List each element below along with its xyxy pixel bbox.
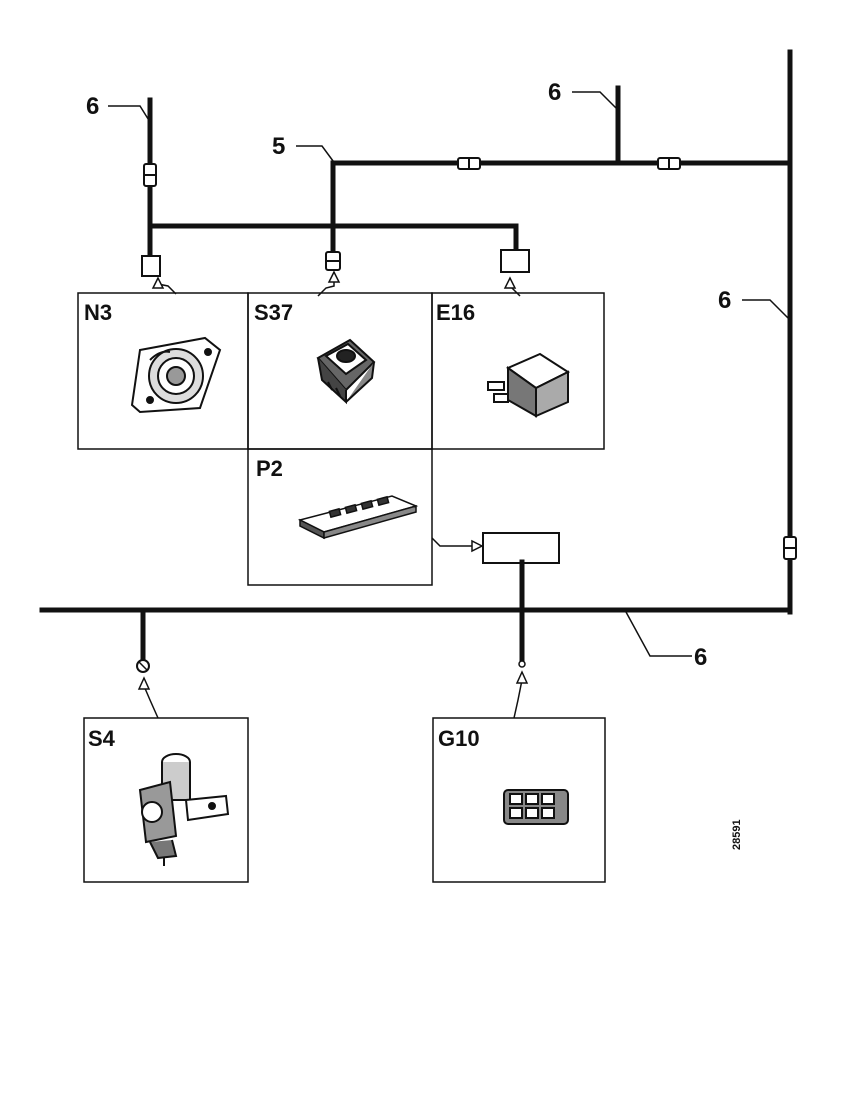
arrow-n3 xyxy=(151,276,165,289)
pointer-p2 xyxy=(431,537,480,547)
n3-illustration xyxy=(130,336,222,414)
pointer-wire-6-top-right xyxy=(572,91,617,109)
wire-label-6-bottom: 6 xyxy=(694,644,707,671)
box-s4 xyxy=(83,717,249,883)
wire-label-5: 5 xyxy=(272,133,285,160)
control-unit-box xyxy=(482,532,560,564)
arrow-s37 xyxy=(327,270,341,283)
component-label-n3: N3 xyxy=(84,300,112,325)
p2-illustration xyxy=(297,495,419,540)
wire-label-6-top-left: 6 xyxy=(86,93,99,120)
plug-n3 xyxy=(141,255,161,277)
pointer-wire-6-top-left xyxy=(108,105,151,123)
inline-connectors xyxy=(143,157,797,560)
component-label-p2: P2 xyxy=(256,456,283,481)
pointer-wire-6-bottom xyxy=(625,611,692,657)
wire-label-6-right: 6 xyxy=(718,287,731,314)
reference-number: 28591 xyxy=(731,819,743,850)
terminal-plugs xyxy=(141,249,530,277)
terminal-g10 xyxy=(518,660,526,668)
wire-label-6-top-right: 6 xyxy=(548,79,561,106)
pointer-wire-6-right xyxy=(742,299,789,319)
pointer-g10 xyxy=(513,679,523,719)
pointer-wire-5 xyxy=(296,145,337,166)
pointer-lines xyxy=(108,91,789,719)
box-g10 xyxy=(432,717,606,883)
pointer-s4 xyxy=(143,685,159,719)
component-label-e16: E16 xyxy=(436,300,475,325)
s37-illustration xyxy=(316,338,376,405)
component-label-g10: G10 xyxy=(438,726,480,751)
arrow-e16 xyxy=(503,276,517,289)
arrow-p2 xyxy=(471,539,484,553)
e16-illustration xyxy=(487,352,571,418)
g10-illustration xyxy=(503,789,569,825)
component-label-s4: S4 xyxy=(88,726,116,751)
arrow-heads xyxy=(137,270,529,690)
arrow-g10 xyxy=(515,670,529,684)
plug-e16 xyxy=(500,249,530,273)
s4-illustration xyxy=(138,753,230,866)
component-boxes xyxy=(77,292,606,883)
arrow-s4 xyxy=(137,676,151,690)
box-e16 xyxy=(431,292,605,450)
component-label-s37: S37 xyxy=(254,300,293,325)
box-p2 xyxy=(247,448,433,586)
